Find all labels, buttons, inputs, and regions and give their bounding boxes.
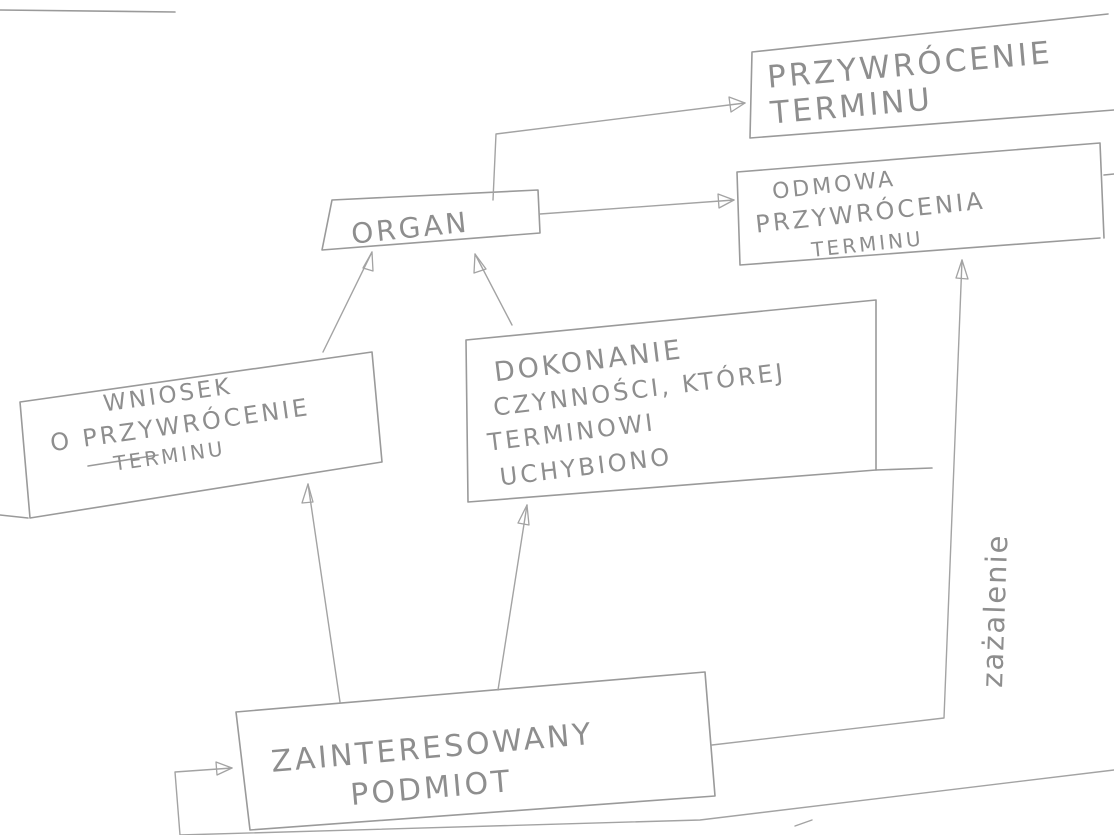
edge-zazalenie-arrowhead	[955, 259, 969, 280]
node-odmowa-exit-stroke	[1103, 173, 1114, 176]
node-organ-border	[321, 189, 541, 251]
node-podmiot-border	[235, 671, 716, 831]
edge-organ-przywrocenie-arrowhead	[728, 96, 746, 113]
edge-organ-to-przywrocenie	[492, 96, 746, 201]
edge-dokonanie-organ-line	[474, 253, 513, 326]
edge-feedback-mark	[794, 819, 813, 827]
edge-organ-odmowa-line	[539, 199, 735, 215]
node-podmiot-label: ZAINTERESOWANY PODMIOT	[270, 716, 611, 820]
edge-wniosek-organ-line	[322, 251, 373, 353]
edge-podmiot-dokonanie-arrowhead	[517, 504, 530, 526]
node-wniosek-stub	[0, 514, 29, 519]
edge-podmiot-wniosek-arrowhead	[301, 483, 314, 504]
node-wniosek: WNIOSEK O PRZYWRÓCENIE TERMINU	[0, 351, 383, 519]
node-dokonanie-czynnosci: DOKONANIE CZYNNOŚCI, KTÓREJ TERMINOWI UC…	[465, 299, 933, 503]
node-dokonanie-label: DOKONANIE CZYNNOŚCI, KTÓREJ TERMINOWI UC…	[476, 321, 806, 493]
node-podmiot-line-2: PODMIOT	[349, 764, 514, 813]
node-organ-label: ORGAN	[350, 206, 471, 251]
node-wniosek-label: WNIOSEK O PRZYWRÓCENIE TERMINU	[44, 362, 325, 484]
node-wniosek-border	[19, 351, 383, 519]
edge-podmiot-to-odmowa: zażalenie	[711, 259, 1014, 746]
edge-organ-to-odmowa	[539, 193, 735, 215]
edge-zazalenie-label: zażalenie	[975, 533, 1014, 688]
edge-podmiot-dokonanie-line	[497, 504, 528, 691]
node-organ-line-1: ORGAN	[350, 206, 471, 251]
edge-wniosek-to-organ	[322, 251, 374, 353]
edge-organ-odmowa-arrowhead	[717, 193, 735, 209]
node-odmowa-przywrocenia: ODMOWA PRZYWRÓCENIA TERMINU	[736, 142, 1114, 268]
node-przywrocenie-border	[749, 13, 1114, 139]
node-organ: ORGAN	[321, 189, 541, 251]
node-zainteresowany-podmiot: ZAINTERESOWANY PODMIOT	[235, 671, 716, 831]
edge-podmiot-wniosek-line	[307, 483, 341, 703]
edge-feedback-line	[174, 767, 1114, 835]
node-odmowa-line-3: TERMINU	[809, 226, 924, 262]
edge-podmiot-to-dokonanie	[497, 504, 530, 691]
edge-zazalenie-line	[711, 259, 963, 746]
node-wniosek-underline	[87, 454, 159, 467]
stray-stroke	[0, 9, 176, 13]
edge-feedback-loop	[174, 761, 1114, 835]
edge-dokonanie-organ-arrowhead	[473, 253, 487, 274]
edge-podmiot-to-wniosek	[301, 483, 341, 703]
node-przywrocenie-terminu: PRZYWRÓCENIE TERMINU	[749, 13, 1114, 139]
node-odmowa-label: ODMOWA PRZYWRÓCENIA TERMINU	[751, 157, 1000, 268]
edge-feedback-arrowhead	[215, 761, 233, 776]
edge-organ-przywrocenie-line	[492, 102, 746, 201]
node-dokonanie-tail	[875, 467, 933, 471]
edge-dokonanie-to-organ	[473, 253, 513, 326]
edge-wniosek-organ-arrowhead	[362, 251, 374, 272]
node-odmowa-border	[736, 142, 1105, 266]
